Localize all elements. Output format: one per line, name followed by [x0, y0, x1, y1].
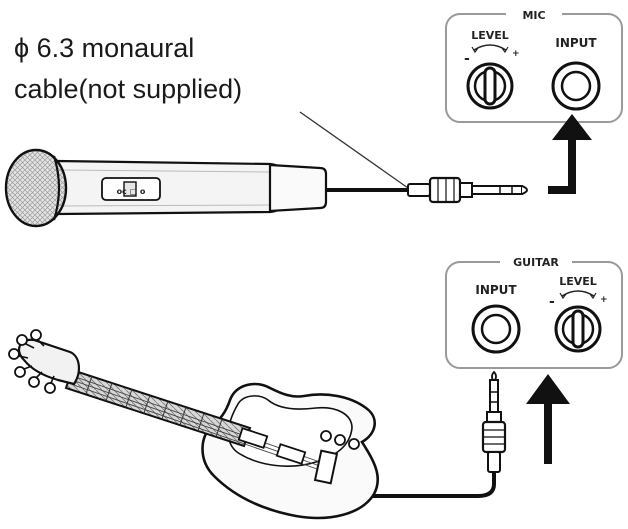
cable-note-line2: cable(not supplied) [14, 74, 243, 104]
guitar-cable [370, 472, 496, 498]
guitar-headstock [17, 338, 80, 386]
guitar-level-knob[interactable] [554, 305, 602, 353]
guitar-input-jack[interactable] [471, 304, 521, 354]
mic-panel-title: MIC [522, 9, 545, 22]
mic-input-jack[interactable] [551, 61, 601, 111]
leader-line [299, 111, 409, 189]
guitar-level-label: LEVEL [559, 275, 597, 288]
guitar-panel: GUITAR INPUT LEVEL - + [445, 253, 623, 369]
mic-level-label: LEVEL [471, 29, 509, 42]
mic-panel: MIC LEVEL - + INPUT [445, 6, 623, 123]
mic-level-plus: + [512, 49, 520, 59]
mic-level-minus: - [464, 51, 470, 67]
mic-input-label: INPUT [555, 36, 597, 50]
microphone: ᴏᴄ ▢ ᴏ [4, 148, 430, 228]
mic-level-knob[interactable] [466, 62, 514, 110]
electric-guitar [8, 329, 380, 520]
guitar-arrow-icon [526, 374, 570, 464]
mic-cable-plug [407, 176, 528, 204]
mic-arrow-icon [548, 114, 592, 194]
cable-note-line1: ϕ 6.3 monaural [14, 33, 195, 63]
guitar-panel-title: GUITAR [513, 256, 559, 269]
guitar-level-minus: - [549, 294, 555, 310]
guitar-cable-plug [481, 370, 507, 473]
mic-switch-label: ᴏᴄ ▢ ᴏ [117, 187, 146, 196]
mic-grille [4, 148, 68, 228]
guitar-level-plus: + [600, 295, 608, 305]
guitar-neck [64, 368, 252, 448]
guitar-input-label: INPUT [475, 283, 517, 297]
guitar-bridge [313, 449, 339, 485]
